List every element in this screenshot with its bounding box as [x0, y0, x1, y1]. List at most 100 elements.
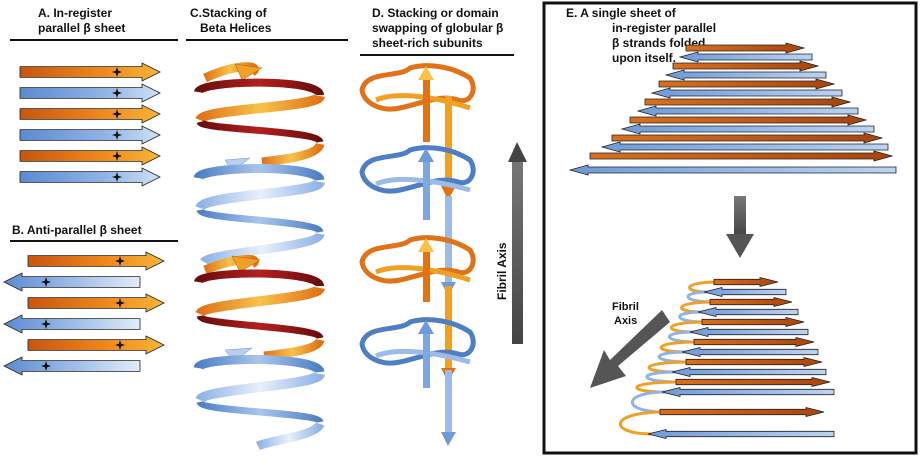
subunit-strand	[445, 96, 452, 188]
strand-arrow-orange	[675, 376, 831, 388]
strand-arrow-orange	[672, 60, 820, 72]
fibril-axis-label-vertical: Fibril Axis	[495, 242, 509, 300]
strand-arrow-blue	[19, 167, 161, 187]
panel-e-title-line1: E. A single sheet of	[566, 6, 677, 20]
strand-arrow-blue	[19, 83, 161, 103]
strand-arrow-blue	[703, 286, 787, 298]
helix-ribbon	[196, 206, 324, 235]
subunit-loop-orange	[375, 93, 471, 111]
strand-arrow-orange	[19, 104, 161, 124]
panel-e-title-line3: β strands folded	[612, 36, 705, 50]
subunit-strand	[423, 332, 430, 388]
down-arrow-head	[726, 234, 754, 258]
subunit-loop-blue	[359, 145, 476, 194]
fibril-axis-arrow-diagonal: Fibril Axis	[590, 301, 670, 388]
down-arrow-shaft	[734, 196, 746, 236]
strand-arrow-orange	[659, 406, 825, 418]
subunit-loop-blue	[359, 317, 476, 366]
helix-ribbon	[195, 92, 325, 124]
strand-arrow-blue	[678, 51, 813, 63]
panel-e-frame	[542, 1, 918, 455]
helix-ribbon	[195, 178, 325, 212]
helix-ribbon	[261, 141, 325, 167]
strand-arrow-orange	[709, 296, 793, 308]
strand-arrow-orange	[644, 96, 852, 108]
antiparallel-sheet-arrows	[3, 251, 165, 376]
globular-subunit-stack	[359, 63, 476, 446]
subunit-strand-head	[418, 238, 434, 252]
residue-marker-icon	[112, 88, 122, 98]
strand-arrow-orange	[27, 293, 165, 313]
strand-arrow-blue	[661, 386, 835, 398]
subunit-strand-head	[418, 320, 434, 334]
subunit-loop-blue	[375, 176, 471, 193]
strand-arrow-orange	[713, 276, 779, 288]
strand-arrow-blue	[3, 272, 141, 292]
strand-arrow-blue	[681, 346, 819, 358]
strand-arrow-blue	[689, 326, 809, 338]
panel-a: A. In-register parallel β sheet	[10, 6, 178, 187]
strand-arrow-orange	[685, 356, 823, 368]
panel-c-title-line2: Beta Helices	[200, 21, 272, 35]
fibril-axis-diagonal-arrow	[590, 310, 670, 388]
subunit-loop-orange	[375, 265, 471, 283]
helix-ribbon	[193, 164, 325, 183]
subunit-strand	[423, 78, 430, 142]
subunit-strand-head	[418, 148, 434, 162]
folded-sheet-stacked	[619, 276, 835, 440]
panel-b-title: B. Anti-parallel β sheet	[12, 223, 142, 237]
strand-arrow-blue	[3, 314, 141, 334]
residue-marker-icon	[112, 151, 122, 161]
folded-sheet-flat	[568, 42, 897, 176]
fibril-axis-arrow-vertical: Fibril Axis	[495, 142, 527, 344]
fibril-axis-label-diag-line1: Fibril	[612, 301, 639, 313]
subunit-strand	[423, 160, 430, 220]
residue-marker-icon	[41, 277, 51, 287]
subunit-loop-blue	[375, 348, 471, 365]
strand-arrow-blue	[620, 123, 875, 135]
strand-arrow-blue	[650, 87, 843, 99]
strand-arrow-orange	[693, 336, 815, 348]
subunit-strand-head	[418, 66, 434, 80]
panel-b: B. Anti-parallel β sheet	[3, 223, 178, 376]
strand-arrow-orange	[685, 42, 806, 54]
fold-loop	[645, 370, 681, 384]
helix-ribbon	[193, 354, 325, 375]
parallel-sheet-arrows	[19, 62, 161, 187]
panel-a-title-line2: parallel β sheet	[38, 21, 125, 35]
residue-marker-icon	[115, 298, 125, 308]
helix-ribbon	[196, 398, 324, 426]
subunit-strand-head	[441, 186, 456, 200]
transition-down-arrow	[726, 196, 754, 258]
residue-marker-icon	[112, 109, 122, 119]
panel-a-title-line1: A. In-register	[38, 6, 112, 20]
strand-arrow-blue	[19, 125, 161, 145]
residue-marker-icon	[115, 340, 125, 350]
helix-ribbon	[200, 231, 325, 266]
residue-marker-icon	[112, 67, 122, 77]
residue-marker-icon	[112, 130, 122, 140]
subunit-loop-orange	[359, 235, 476, 284]
helix-ribbon	[195, 370, 325, 404]
fibril-axis-shaft	[512, 160, 523, 344]
helix-ribbon	[196, 312, 324, 341]
helix-ribbon	[255, 421, 325, 451]
helix-ribbon	[194, 269, 324, 289]
strand-arrow-orange	[658, 78, 836, 90]
fold-loop	[619, 410, 665, 436]
panel-e-title-line2: in-register parallel	[612, 21, 716, 35]
strand-arrow-orange	[589, 150, 894, 162]
panel-c-title-line1: C.Stacking of	[190, 6, 268, 20]
fold-loop	[657, 350, 691, 364]
helix-arrow-head	[231, 255, 261, 273]
residue-marker-icon	[115, 256, 125, 266]
strand-arrow-blue	[636, 105, 859, 117]
strand-arrow-blue	[647, 428, 835, 440]
helix-arrow-head	[234, 63, 263, 81]
strand-arrow-blue	[671, 366, 827, 378]
beta-helix-stack	[193, 62, 325, 451]
strand-arrow-blue	[697, 306, 799, 318]
residue-marker-icon	[41, 319, 51, 329]
residue-marker-icon	[41, 361, 51, 371]
helix-ribbon	[196, 118, 324, 145]
